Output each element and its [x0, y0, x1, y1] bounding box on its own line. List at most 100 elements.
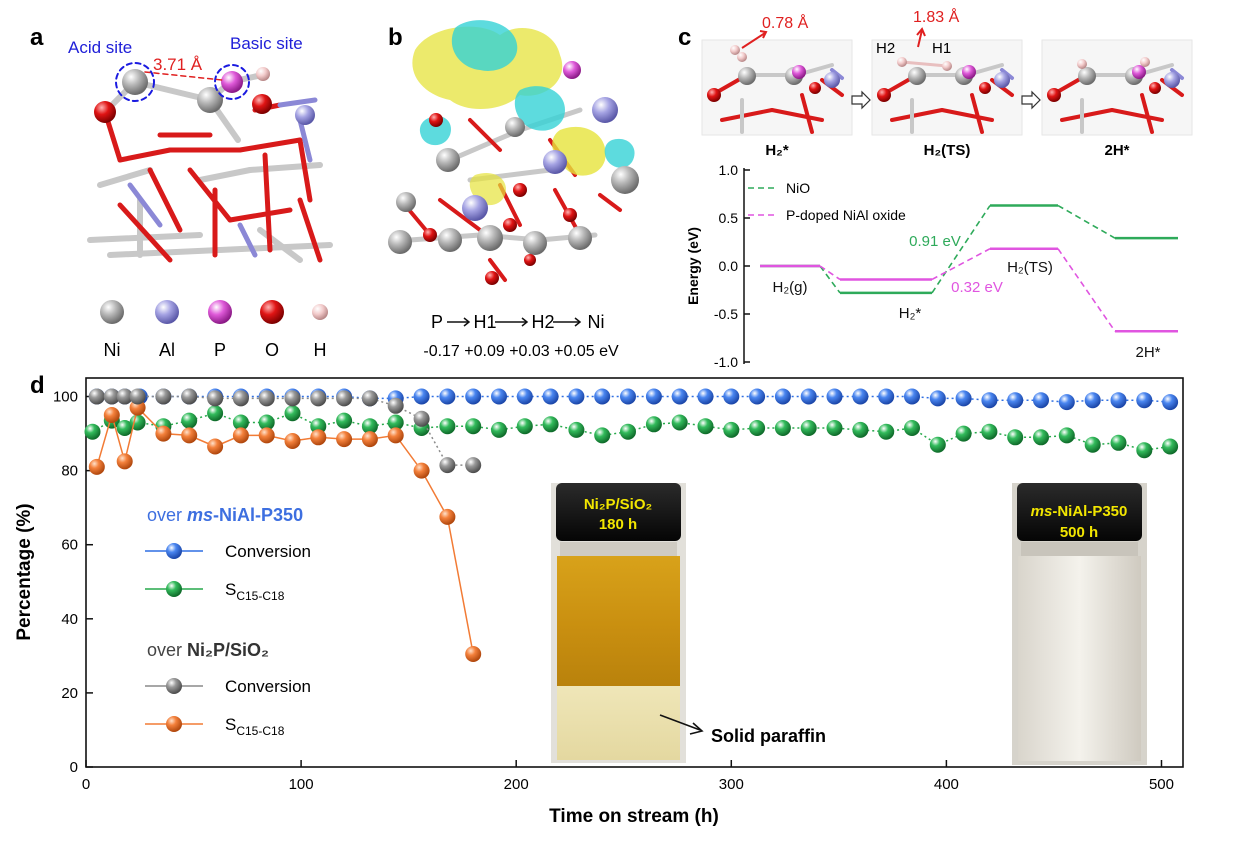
atom-p — [1132, 65, 1146, 79]
state-label-3: 2H* — [1104, 142, 1129, 159]
energy-connector — [1057, 204, 1116, 239]
atom-ni-label: Ni — [104, 340, 121, 360]
state-image-1: H₂* — [701, 39, 853, 159]
legend-label-sub: C15-C18 — [236, 724, 284, 738]
data-point — [645, 416, 662, 433]
energy-connector — [1057, 248, 1116, 332]
data-point — [568, 421, 585, 438]
data-point — [361, 390, 378, 407]
data-point — [465, 646, 482, 662]
vial-cap — [1017, 483, 1142, 541]
data-point — [568, 388, 585, 405]
series-ms-nial-p350-s-c15-c18 — [84, 405, 1179, 459]
x-tick-label: 200 — [504, 776, 529, 793]
bond-distance-label: 3.71 Å — [153, 55, 203, 74]
data-point — [181, 388, 198, 405]
data-point — [904, 420, 920, 436]
inset-caption-line2: 500 h — [1060, 524, 1098, 541]
data-point — [103, 388, 120, 405]
series-ni2p-sio2-s-c15-c18 — [88, 399, 482, 662]
data-point — [387, 414, 404, 431]
x-tick-label: 300 — [719, 776, 744, 793]
path-arrowhead — [521, 317, 529, 327]
vial-liquid — [1018, 556, 1141, 761]
path-item-h2: H2 — [531, 312, 554, 332]
data-point — [852, 388, 869, 405]
legend-label-main: S — [225, 715, 236, 734]
data-point — [981, 423, 998, 440]
inset-caption-rest: -NiAl-P350 — [1052, 503, 1127, 520]
data-point — [465, 457, 482, 474]
energy-connector — [931, 205, 991, 294]
inset-caption-line1: Ni₂P/SiO₂ — [584, 496, 652, 513]
data-point — [620, 423, 636, 440]
data-point — [439, 388, 456, 405]
y-tick-label: 60 — [61, 537, 78, 554]
data-point — [336, 431, 353, 448]
bond — [1110, 108, 1164, 122]
panel-b-label: b — [388, 24, 403, 51]
data-point — [284, 433, 301, 449]
data-point — [284, 405, 301, 422]
data-point — [181, 427, 198, 444]
data-point — [1110, 392, 1127, 409]
bond — [901, 60, 948, 68]
panel-d-label: d — [30, 372, 45, 399]
ts-bond-arrowhead — [916, 27, 926, 37]
atom-ni-icon — [100, 300, 124, 324]
h2-bond-length: 0.78 Å — [762, 13, 809, 32]
data-point — [116, 453, 133, 470]
atom-p-icon — [208, 300, 232, 324]
inset-photo-ms-nial-p350: ms-NiAl-P350 500 h — [1012, 483, 1147, 765]
atom-h — [737, 52, 747, 62]
atom-o — [1047, 88, 1061, 102]
data-point — [232, 427, 249, 444]
data-point — [1007, 429, 1024, 446]
h2-bond-arrow — [741, 32, 766, 49]
legend-catalyst: -NiAl-P350 — [213, 505, 303, 525]
vial-neck — [1021, 542, 1138, 556]
atom-al — [824, 72, 840, 88]
atom-h — [730, 45, 740, 55]
data-point — [749, 388, 766, 405]
atom-al — [994, 72, 1010, 88]
y-tick-label: 100 — [53, 389, 78, 406]
acid-site-label: Acid site — [68, 38, 132, 57]
legend-label-conversion: Conversion — [225, 542, 311, 561]
data-point — [207, 405, 224, 422]
data-point — [671, 414, 688, 431]
data-point — [155, 425, 172, 442]
data-point — [232, 414, 249, 431]
data-point — [491, 421, 507, 438]
data-point — [465, 388, 482, 405]
callout-solid-paraffin: Solid paraffin — [711, 726, 826, 746]
inset-caption-italic: ms — [1031, 503, 1053, 520]
data-point — [826, 388, 843, 405]
energy-y-axis-label: Energy (eV) — [685, 227, 701, 305]
energy-y-tick-label: 1.0 — [719, 162, 739, 178]
data-point — [116, 420, 133, 436]
bond — [1060, 108, 1114, 122]
legend-label-s: SC15-C18 — [225, 580, 285, 603]
data-point — [439, 418, 456, 435]
legend-group-title-2: over Ni₂P/SiO₂ — [147, 640, 269, 660]
callout-arrowhead — [689, 722, 704, 735]
data-point — [878, 423, 895, 440]
series-line — [96, 406, 474, 655]
data-point — [800, 388, 817, 405]
atom-h-label: H — [314, 340, 327, 360]
data-point — [1162, 394, 1179, 411]
charge-values: -0.17 +0.09 +0.03 +0.05 eV — [423, 343, 619, 360]
atom-ni — [1078, 67, 1096, 85]
data-point — [88, 458, 105, 475]
atom-ni — [908, 67, 926, 85]
atom-p — [962, 65, 976, 79]
energy-y-tick-label: -1.0 — [714, 354, 738, 370]
ts-bond-arrow — [917, 29, 923, 48]
data-point — [1033, 392, 1049, 409]
bond — [890, 108, 944, 122]
